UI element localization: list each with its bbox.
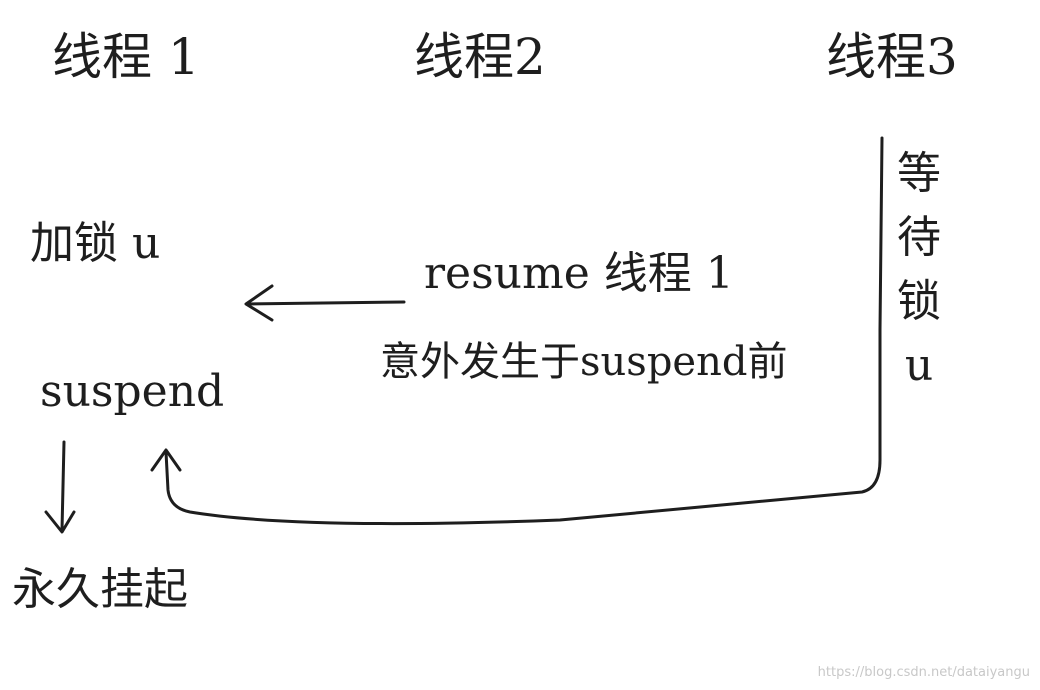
watermark: https://blog.csdn.net/dataiyangu [817, 665, 1030, 680]
thread2-accident-note: 意外发生于suspend前 [380, 339, 788, 385]
thread1-suspend-label: suspend [40, 366, 225, 417]
thread3-wait-char: 锁 [897, 276, 941, 327]
thread3-return-arrow-head [150, 448, 182, 472]
thread3-return-line [164, 136, 884, 526]
thread3-wait-char: 等 [897, 148, 941, 199]
thread1-hang-label: 永久挂起 [12, 564, 188, 615]
hang-arrow-shaft [60, 440, 66, 532]
resume-arrow-head [244, 284, 274, 322]
resume-arrow-shaft [246, 300, 406, 306]
thread3-wait-char: 待 [897, 212, 941, 263]
thread2-resume-label: resume 线程 1 [424, 248, 734, 299]
thread3-wait-char: u [904, 340, 934, 391]
thread1-lock-label: 加锁 u [30, 218, 161, 269]
thread3-title: 线程3 [826, 28, 958, 86]
thread2-title: 线程2 [414, 28, 546, 86]
thread3-wait-label: 等 待 锁 u [894, 142, 944, 398]
thread1-title: 线程 1 [52, 28, 200, 86]
hang-arrow-head [44, 510, 76, 534]
